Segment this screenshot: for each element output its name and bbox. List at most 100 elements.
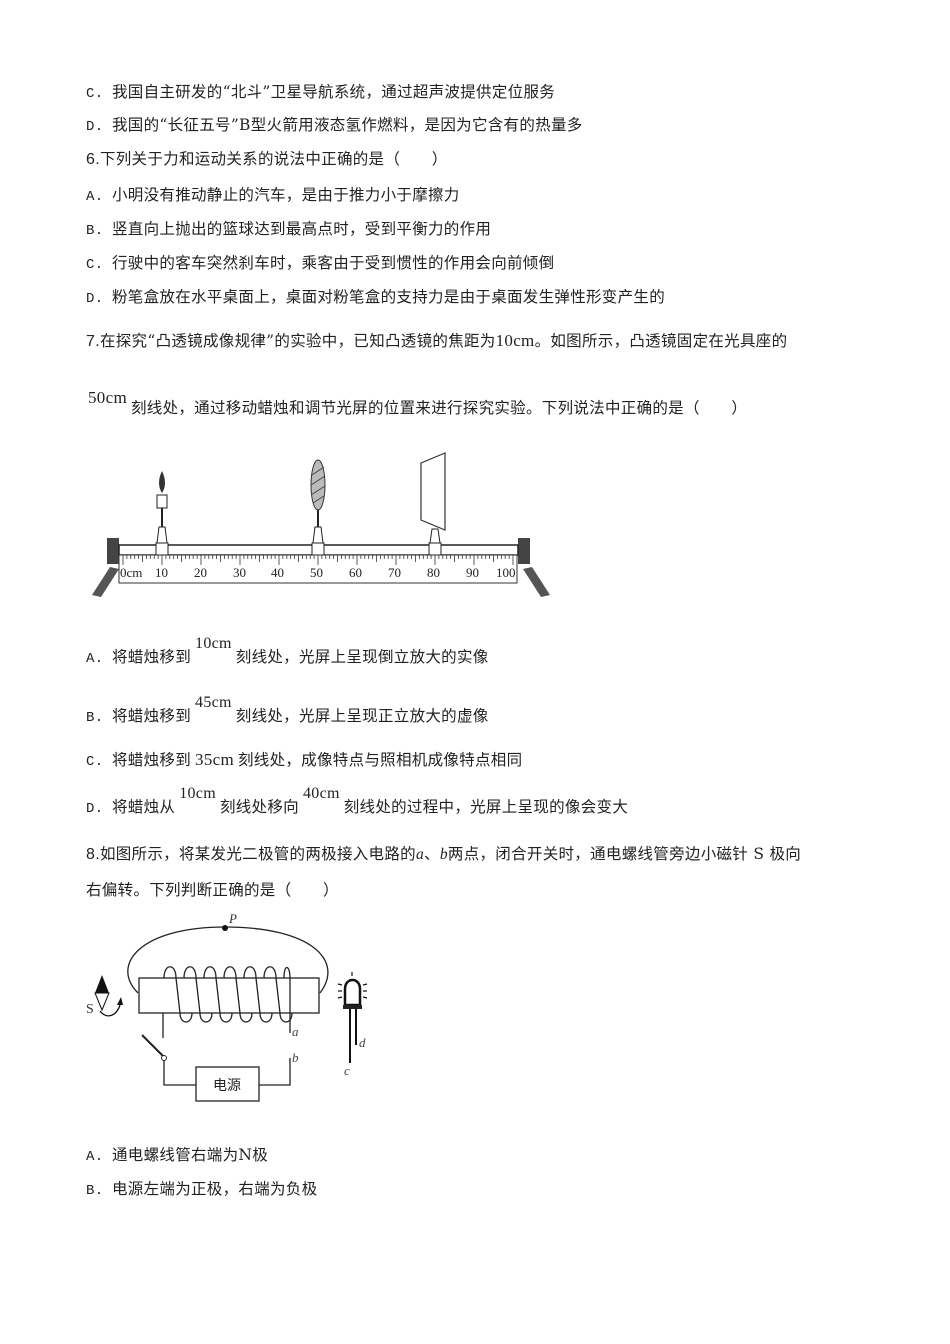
power-label: 电源 [213,1078,241,1094]
q8-option-b: B. 电源左端为正极，右端为负极 [86,1177,317,1199]
switch[interactable] [141,1034,165,1058]
q7-option-b: B. 将蜡烛移到45cm刻线处，光屏上呈现正立放大的虚像 [86,694,489,726]
q8-stem-line2: 右偏转。下列判断正确的是（ ） [86,878,339,900]
option-value: 35cm [195,750,234,769]
option-text: 刻线处的过程中，光屏上呈现的像会变大 [343,798,629,816]
option-text: 电源左端为正极，右端为负极 [112,1180,318,1198]
focal-length: 10cm [495,331,535,350]
flame-icon [159,471,165,493]
option-value: 10cm [179,785,216,802]
question-stem: 如图所示，将某发光二极管的两极接入电路的 [99,845,416,863]
option-label: B. [86,710,104,726]
option-label: A. [86,189,104,205]
question-stem: 刻线处，通过移动蜡烛和调节光屏的位置来进行探究实验。下列说法中正确的是（ ） [130,399,748,417]
left-leg [92,567,119,597]
optical-bench-figure: 0cm 10 20 30 40 50 60 70 80 90 100 [92,452,550,597]
q6-option-a: A. 小明没有推动静止的汽车，是由于推力小于摩擦力 [86,183,460,205]
question-stem: 在探究“凸透镜成像规律”的实验中，已知凸透镜的焦距为 [99,332,496,350]
ruler-label: 90 [466,565,479,580]
option-text: 将蜡烛从 [112,798,176,816]
option-text: 刻线处移向 [219,798,299,816]
ruler [118,554,518,584]
question-number: 6. [86,151,100,168]
point-b: b [439,846,448,863]
option-text: 我国自主研发的“北斗”卫星导航系统，通过超声波提供定位服务 [112,83,556,101]
option-label: D. [86,801,104,817]
question-stem: 右偏转。下列判断正确的是（ ） [86,881,339,899]
ruler-label: 60 [349,565,362,580]
label-b: b [292,1050,299,1065]
option-label: B. [86,1183,104,1199]
ruler-label: 70 [388,565,401,580]
option-label: A. [86,1149,104,1165]
option-text: 通电螺线管右端为N极 [112,1146,269,1164]
ruler-label: 0cm [120,565,142,580]
question-stem: 下列关于力和运动关系的说法中正确的是（ ） [99,150,448,168]
bottom-right-wire [259,1058,291,1086]
ruler-labels: 0cm 10 20 30 40 50 60 70 80 90 100 [120,565,516,580]
q6-option-b: B. 竖直向上抛出的篮球达到最高点时，受到平衡力的作用 [86,217,491,239]
candle [155,471,169,556]
q6-stem: 6.下列关于力和运动关系的说法中正确的是（ ） [86,147,448,169]
q7-stem-line1: 7.在探究“凸透镜成像规律”的实验中，已知凸透镜的焦距为10cm。如图所示，凸透… [86,329,787,351]
option-text: 刻线处，光屏上呈现正立放大的虚像 [235,707,489,725]
option-label: D. [86,119,104,135]
option-text: 将蜡烛移到 [112,648,192,666]
ruler-label: 40 [271,565,284,580]
question-stem: 两点，闭合开关时，通电螺线管旁边小磁针 S 极向 [447,845,802,863]
ruler-label: 50 [310,565,323,580]
option-value: 40cm [302,785,340,802]
q7-option-a: A.将蜡烛移到10cm刻线处，光屏上呈现倒立放大的实像 [86,635,489,667]
ruler-label: 30 [233,565,246,580]
option-label: C. [86,257,104,273]
left-end-block [107,538,119,564]
q5-option-d: D. 我国的“长征五号”B型火箭用液态氢作燃料，是因为它含有的热量多 [86,113,583,135]
option-text: 将蜡烛移到 [112,751,192,769]
question-number: 7. [86,333,100,350]
option-text: 将蜡烛移到 [112,707,192,725]
label-d: d [359,1035,366,1050]
ruler-label: 100 [496,565,516,580]
label-c: c [344,1063,350,1078]
magnetic-needle: S [86,975,123,1017]
power-supply [195,1066,260,1102]
q8-stem-line1: 8.如图所示，将某发光二极管的两极接入电路的a、b两点，闭合开关时，通电螺线管旁… [86,842,801,864]
q6-option-d: D. 粉笔盒放在水平桌面上，桌面对粉笔盒的支持力是由于桌面发生弹性形变产生的 [86,285,665,307]
label-a: a [292,1024,299,1039]
q7-stem-line2: 50cm刻线处，通过移动蜡烛和调节光屏的位置来进行探究实验。下列说法中正确的是（… [88,388,748,417]
option-text: 粉笔盒放在水平桌面上，桌面对粉笔盒的支持力是由于桌面发生弹性形变产生的 [112,288,666,306]
bottom-left-wire [163,1061,196,1086]
convex-lens [310,459,326,556]
option-text: 竖直向上抛出的篮球达到最高点时，受到平衡力的作用 [112,220,492,238]
question-stem: 。如图所示，凸透镜固定在光具座的 [534,332,788,350]
curved-arrow-icon [99,1004,121,1017]
option-value: 45cm [195,694,232,711]
label-p: P [228,911,237,926]
q6-option-c: C. 行驶中的客车突然刹车时，乘客由于受到惯性的作用会向前倾倒 [86,251,554,273]
label-s: S [86,1002,94,1017]
option-text: 刻线处，成像特点与照相机成像特点相同 [237,751,523,769]
ruler-label: 80 [427,565,440,580]
option-text: 我国的“长征五号”B型火箭用液态氢作燃料，是因为它含有的热量多 [112,116,583,134]
light-screen [420,452,446,556]
right-end-block [518,538,530,564]
q5-option-c: C. 我国自主研发的“北斗”卫星导航系统，通过超声波提供定位服务 [86,80,555,102]
led: c d [337,972,368,1078]
question-number: 8. [86,846,100,863]
option-label: A. [86,651,104,667]
point-p [222,925,228,931]
solenoid-circuit-figure: P 电源 a b S [86,911,368,1102]
option-text: 小明没有推动静止的汽车，是由于推力小于摩擦力 [112,186,460,204]
switch-pivot [161,1055,167,1061]
option-label: D. [86,291,104,307]
q7-option-d: D. 将蜡烛从10cm刻线处移向40cm刻线处的过程中，光屏上呈现的像会变大 [86,785,629,817]
ruler-label: 10 [155,565,168,580]
option-label: B. [86,223,104,239]
option-text: 行驶中的客车突然刹车时，乘客由于受到惯性的作用会向前倾倒 [112,254,555,272]
option-label: C. [86,86,104,102]
separator: 、 [424,845,440,863]
solenoid-core [138,977,320,1014]
solenoid-coil [163,966,293,1033]
lens-position: 50cm [88,388,127,407]
